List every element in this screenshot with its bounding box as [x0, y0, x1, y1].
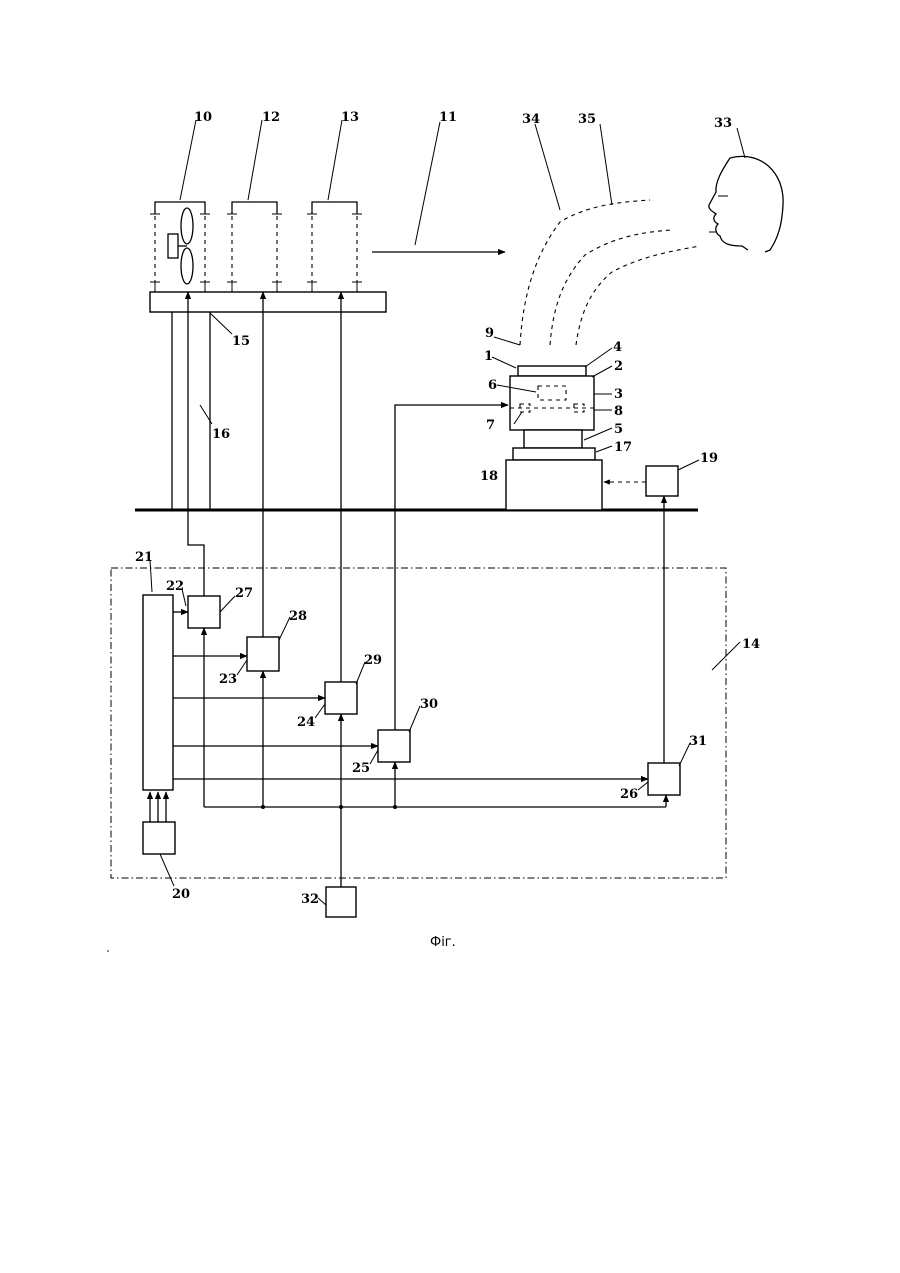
emitter-unit-12 [227, 202, 282, 292]
label-6: 6 [488, 378, 497, 393]
label-21: 21 [135, 550, 153, 565]
figure-caption: Фіг. [430, 935, 456, 950]
label-34: 34 [522, 112, 540, 127]
label-12: 12 [262, 110, 280, 125]
emitter-unit-13 [307, 202, 362, 292]
label-32: 32 [301, 892, 319, 907]
label-5: 5 [614, 422, 623, 437]
label-18: 18 [480, 469, 498, 484]
label-10: 10 [194, 110, 212, 125]
label-2: 2 [614, 359, 623, 374]
label-15: 15 [232, 334, 250, 349]
label-24: 24 [297, 715, 315, 730]
controller-bar-21 [143, 595, 173, 790]
label-19: 19 [700, 451, 718, 466]
source-links-20-21 [150, 792, 166, 822]
label-14: 14 [742, 637, 760, 652]
label-9: 9 [485, 326, 494, 341]
label-11: 11 [439, 110, 457, 125]
label-30: 30 [420, 697, 438, 712]
label-29: 29 [364, 653, 382, 668]
label-7: 7 [486, 418, 495, 433]
label-8: 8 [614, 404, 623, 419]
stray-dot [107, 950, 109, 952]
label-3: 3 [614, 387, 623, 402]
label-27: 27 [235, 586, 253, 601]
block-31 [648, 763, 680, 795]
block-27-output-line [188, 292, 204, 596]
label-31: 31 [689, 734, 707, 749]
label-23: 23 [219, 672, 237, 687]
label-28: 28 [289, 609, 307, 624]
block-30 [378, 730, 410, 762]
label-22: 22 [166, 579, 184, 594]
label-25: 25 [352, 761, 370, 776]
label-33: 33 [714, 116, 732, 131]
label-17: 17 [614, 440, 632, 455]
label-4: 4 [613, 340, 622, 355]
person-head-icon [709, 156, 783, 252]
source-block-20 [143, 822, 175, 854]
fan-icon [168, 208, 193, 284]
label-20: 20 [172, 887, 190, 902]
block-28 [247, 637, 279, 671]
block-29 [325, 682, 357, 714]
block-32 [326, 887, 356, 917]
label-26: 26 [620, 787, 638, 802]
label-35: 35 [578, 112, 596, 127]
mounting-plate-15 [150, 292, 386, 312]
label-16: 16 [212, 427, 230, 442]
label-13: 13 [341, 110, 359, 125]
block-27 [188, 596, 220, 628]
scent-device [510, 366, 595, 460]
label-1: 1 [484, 349, 493, 364]
emitter-unit-10 [150, 202, 210, 292]
scent-plume [520, 200, 700, 345]
stand-18 [506, 460, 602, 510]
sensor-block-19 [646, 466, 678, 496]
